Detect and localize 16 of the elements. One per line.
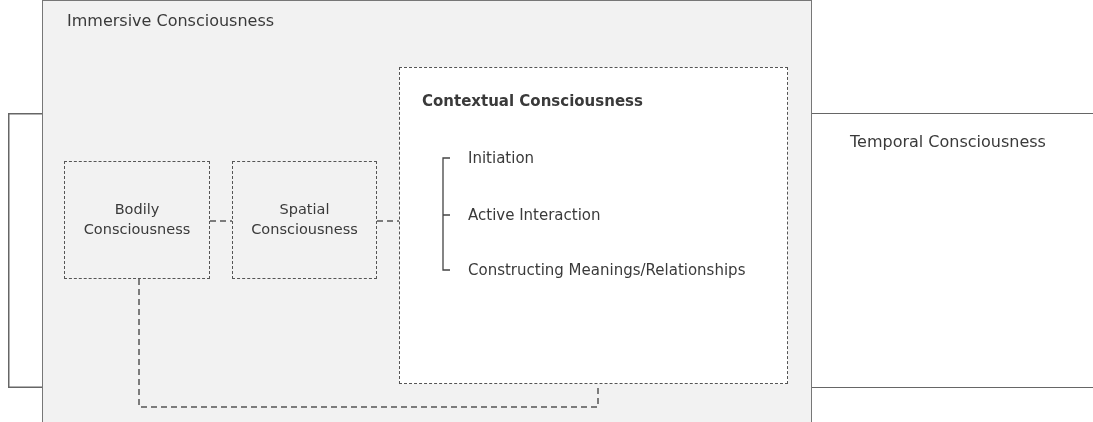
box-title: Contextual Consciousness: [422, 92, 643, 110]
box-label: Bodily Consciousness: [82, 200, 192, 239]
list-item: Constructing Meanings/Relationships: [468, 261, 746, 279]
dashed-box: [232, 161, 377, 279]
connector-line: [138, 278, 599, 408]
connector-line: [376, 220, 400, 222]
open-band: [812, 113, 1093, 388]
band-label: Temporal Consciousness: [850, 132, 1046, 151]
shaded-panel: [42, 0, 812, 422]
list-item: Initiation: [468, 149, 535, 167]
dashed-box: [399, 67, 788, 384]
panel-title: Immersive Consciousness: [67, 11, 275, 30]
list-item: Active Interaction: [468, 206, 601, 224]
connector-line: [209, 220, 233, 222]
dashed-box: [64, 161, 210, 279]
box-label: Spatial Consciousness: [250, 200, 359, 239]
